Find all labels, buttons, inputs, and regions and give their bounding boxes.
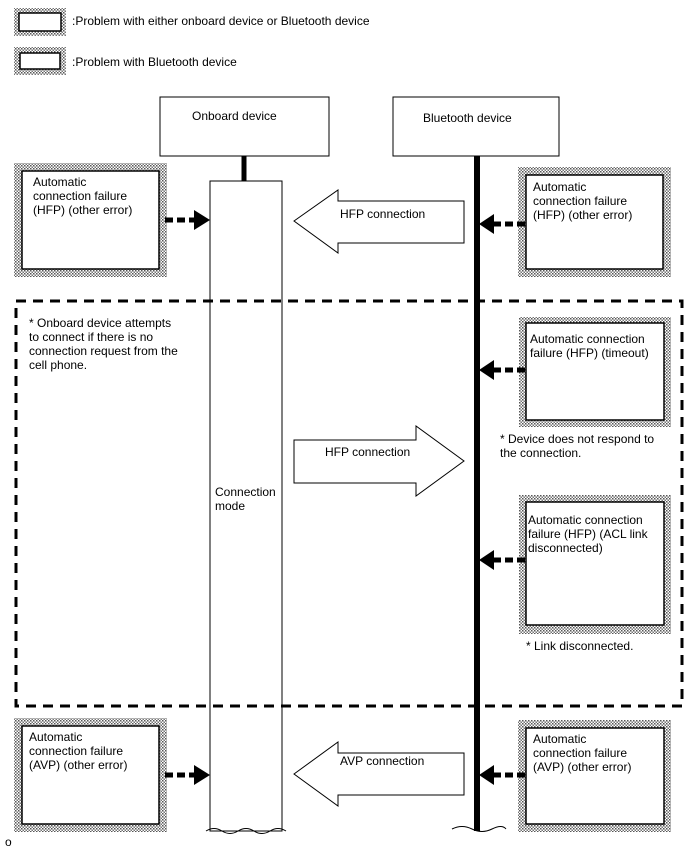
legend-plain-label: :Problem with either onboard device or B… — [72, 14, 370, 28]
onboard-attempt-note: * Onboard device attempts to connect if … — [29, 316, 178, 372]
avp-incoming-arrow — [293, 741, 465, 807]
right-hfp-timeout-text: Automatic connection failure (HFP) (time… — [530, 332, 649, 360]
hfp-incoming-label: HFP connection — [340, 207, 426, 221]
left-avp-connector — [165, 765, 210, 785]
hfp-incoming-arrow — [293, 189, 465, 254]
right-hfp-acl-text: Automatic connection failure (HFP) (ACL … — [528, 513, 648, 555]
link-disconnected-note: * Link disconnected. — [526, 639, 634, 653]
onboard-activation-bar — [209, 180, 283, 832]
legend-plain-box — [14, 8, 66, 36]
bluetooth-device-label: Bluetooth device — [423, 111, 512, 125]
right-hfp-connector — [479, 214, 525, 234]
bluetooth-break-line — [451, 826, 507, 832]
right-hfp-other-text: Automatic connection failure (HFP) (othe… — [533, 180, 633, 222]
dashed-region — [14, 299, 684, 708]
right-hfp-timeout-box — [519, 317, 671, 427]
connection-mode-label: Connection mode — [215, 485, 276, 513]
left-hfp-other-text: Automatic connection failure (HFP) (othe… — [33, 175, 133, 217]
right-timeout-connector — [479, 360, 525, 380]
right-hfp-other-box — [518, 167, 671, 277]
legend-dotted-label: :Problem with Bluetooth device — [72, 55, 237, 69]
left-hfp-connector — [165, 210, 210, 230]
no-response-note: * Device does not respond to the connect… — [500, 432, 655, 460]
hfp-outgoing-label: HFP connection — [325, 445, 411, 459]
right-avp-other-box — [518, 720, 671, 832]
legend-dotted-box — [14, 47, 66, 75]
onboard-device-box — [159, 96, 330, 157]
right-avp-connector — [479, 765, 525, 785]
right-avp-other-text: Automatic connection failure (AVP) (othe… — [533, 732, 632, 774]
avp-incoming-label: AVP connection — [340, 754, 425, 768]
onboard-break-line — [205, 828, 287, 834]
bluetooth-device-box — [392, 96, 560, 157]
hfp-outgoing-arrow — [293, 425, 465, 497]
footer-mark: o — [5, 835, 12, 849]
left-hfp-other-box — [14, 163, 167, 277]
right-hfp-acl-box — [519, 495, 671, 634]
left-avp-other-box — [14, 718, 167, 832]
left-avp-other-text: Automatic connection failure (AVP) (othe… — [29, 730, 128, 772]
right-acl-connector — [479, 550, 525, 570]
onboard-device-label: Onboard device — [192, 109, 277, 123]
